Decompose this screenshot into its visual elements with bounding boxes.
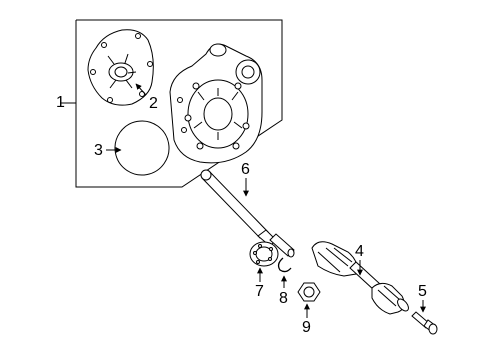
callout-1: 1 — [56, 94, 65, 111]
axle-shaft-part — [200, 169, 295, 258]
callout-6: 6 — [241, 161, 250, 178]
callout-8: 8 — [279, 290, 288, 307]
bolt-part — [411, 311, 438, 335]
gasket-ring-part — [114, 120, 170, 176]
callout-5: 5 — [418, 283, 427, 300]
callout-7: 7 — [255, 283, 264, 300]
callout-3: 3 — [94, 142, 103, 159]
callout-9: 9 — [302, 319, 311, 336]
bearing-seal-part — [249, 241, 279, 267]
leader-lines — [106, 83, 426, 318]
differential-housing-part — [169, 43, 263, 164]
axle-nut-part — [297, 282, 321, 302]
cv-drive-shaft-part — [311, 241, 409, 315]
rear-cover-part — [87, 29, 154, 106]
callout-4: 4 — [355, 243, 364, 260]
snap-ring-part — [277, 257, 292, 273]
leader-2 — [135, 83, 147, 96]
callout-2: 2 — [149, 95, 158, 112]
